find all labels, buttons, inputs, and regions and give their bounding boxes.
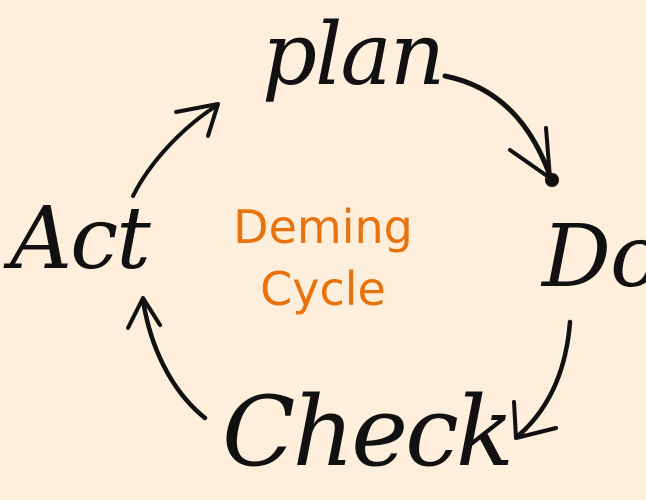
stage-check-label: Check: [222, 376, 514, 488]
arrow-check-to-act: [126, 296, 208, 421]
stage-act-label: Act: [10, 189, 151, 289]
stage-do-label: Do: [542, 207, 646, 307]
arrow-act-to-plan: [131, 102, 220, 198]
center-title-line-1: Deming: [233, 200, 413, 254]
arrow-do-to-check: [512, 319, 573, 440]
center-title-line-2: Cycle: [260, 262, 386, 316]
arrow-plan-to-do: [442, 73, 559, 187]
stage-plan-label: plan: [262, 5, 445, 105]
